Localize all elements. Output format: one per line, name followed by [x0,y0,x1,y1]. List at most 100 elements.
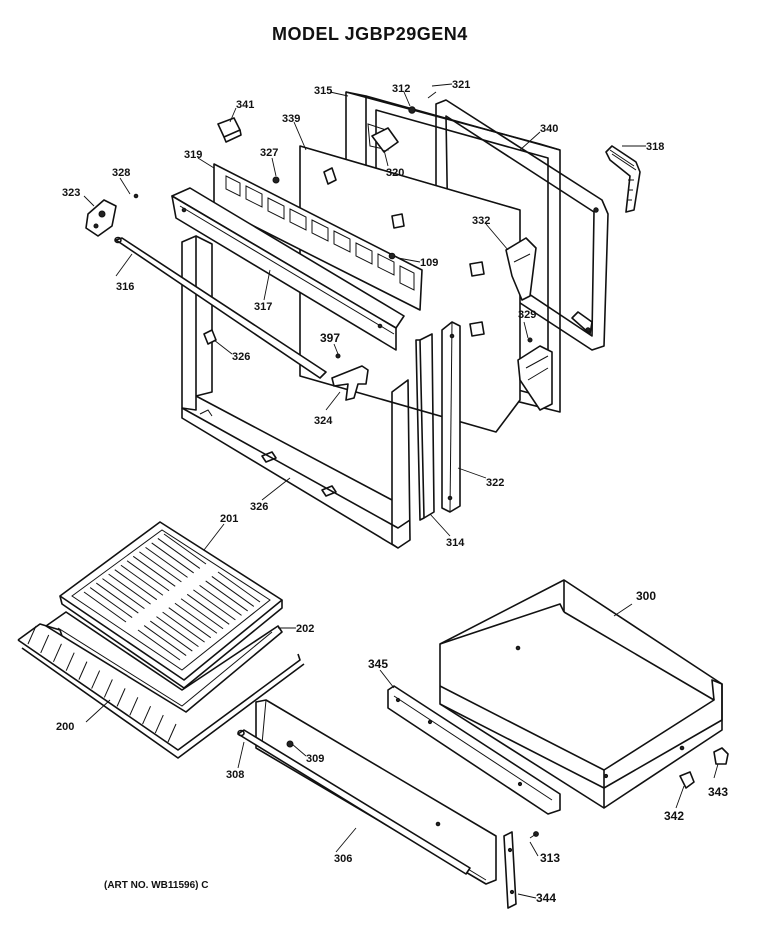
label-300: 300 [636,589,656,603]
part-341-bracket [217,117,242,143]
part-308-handle-rod [237,729,471,875]
part-319-vent-strip [213,163,423,311]
rack-wire [78,661,88,680]
grid-slot [108,573,205,643]
label-327: 327 [260,147,278,159]
part-397-screw [335,353,341,359]
rack-wire [40,634,50,654]
grid-slot [83,591,181,661]
part-202-broiler-pan [45,611,283,713]
label-316: 316 [116,281,134,293]
label-320: 320 [386,167,404,179]
part-318-handle [605,145,641,213]
part-317-trim-bar [171,187,405,351]
label-202: 202 [296,623,314,635]
rack-wire [167,723,177,743]
grid-slot [145,546,242,616]
rack-wire [116,688,126,707]
label-306: 306 [334,853,352,865]
rack-wire [142,705,152,725]
rack-wire [27,625,37,645]
grid-slot [132,555,230,625]
rack-wire [129,697,139,716]
model-title: MODEL JGBP29GEN4 [272,24,468,44]
label-322: 322 [486,477,504,489]
label-344: 344 [536,891,556,905]
part-323-latch [85,199,117,237]
grid-slot [89,587,187,656]
part-326-outer-frame [181,235,411,549]
label-345: 345 [368,657,388,671]
label-340: 340 [540,123,558,135]
grid-slot [139,551,236,621]
rack-wire [154,714,164,734]
grid-slot [126,560,224,630]
part-312-screw [408,106,416,114]
rack-wire [65,652,75,671]
label-201: 201 [220,513,238,525]
part-344-stop [503,831,517,909]
label-309: 309 [306,753,324,765]
part-309-screw [286,740,294,748]
grid-slot [157,538,255,607]
part-342-roller [679,771,695,789]
part-314-glass [415,333,435,521]
part-332-hinge [505,237,537,301]
part-327-screw [272,176,280,184]
label-109: 109 [420,257,438,269]
part-109-screw [388,252,396,260]
label-328: 328 [112,167,130,179]
label-315: 315 [314,85,332,97]
part-320-hinge-top [371,127,399,153]
part-300-drawer [439,579,723,809]
label-323: 323 [62,187,80,199]
label-329: 329 [518,309,536,321]
part-329-hinge-bracket [517,345,553,411]
part-306-drawer-front [255,699,497,885]
part-200-oven-rack [17,623,305,759]
part-328-screw [133,193,139,199]
label-326-frame: 326 [250,501,268,513]
part-labels: 341 339 315 312 321 340 318 319 327 320 … [56,79,728,905]
label-341: 341 [236,99,254,111]
part-329-screw [527,337,533,343]
label-342: 342 [664,809,684,823]
art-number: (ART NO. WB11596) C [104,880,208,891]
part-313-screw [529,831,539,839]
grid-slot [114,569,212,639]
part-343-roller [713,747,729,765]
label-321: 321 [452,79,470,91]
label-314: 314 [446,537,465,549]
label-308: 308 [226,769,244,781]
label-326-bumper: 326 [232,351,250,363]
grid-slot [102,578,199,648]
label-313: 313 [540,851,560,865]
label-324: 324 [314,415,333,427]
label-200: 200 [56,721,74,733]
part-326-bumper [203,329,217,345]
label-339: 339 [282,113,300,125]
part-324-latch-handle [331,365,369,401]
label-343: 343 [708,785,728,799]
rack-wire [91,670,101,689]
part-316-rod [114,236,327,379]
grid-slot [96,582,193,652]
part-321-screw [427,91,437,99]
label-332: 332 [472,215,490,227]
label-317: 317 [254,301,272,313]
rack-wire [103,679,113,698]
label-319: 319 [184,149,202,161]
grid-slot [151,542,248,612]
grid-slot [120,564,218,634]
leader-lines [83,83,719,899]
label-318: 318 [646,141,664,153]
grid-slot [163,533,261,603]
part-201-broiler-grid [59,521,283,689]
part-322-channel [441,321,461,513]
rack-wire [52,643,62,663]
part-345-slide-rail [387,685,561,815]
label-312: 312 [392,83,410,95]
label-397: 397 [320,331,340,345]
